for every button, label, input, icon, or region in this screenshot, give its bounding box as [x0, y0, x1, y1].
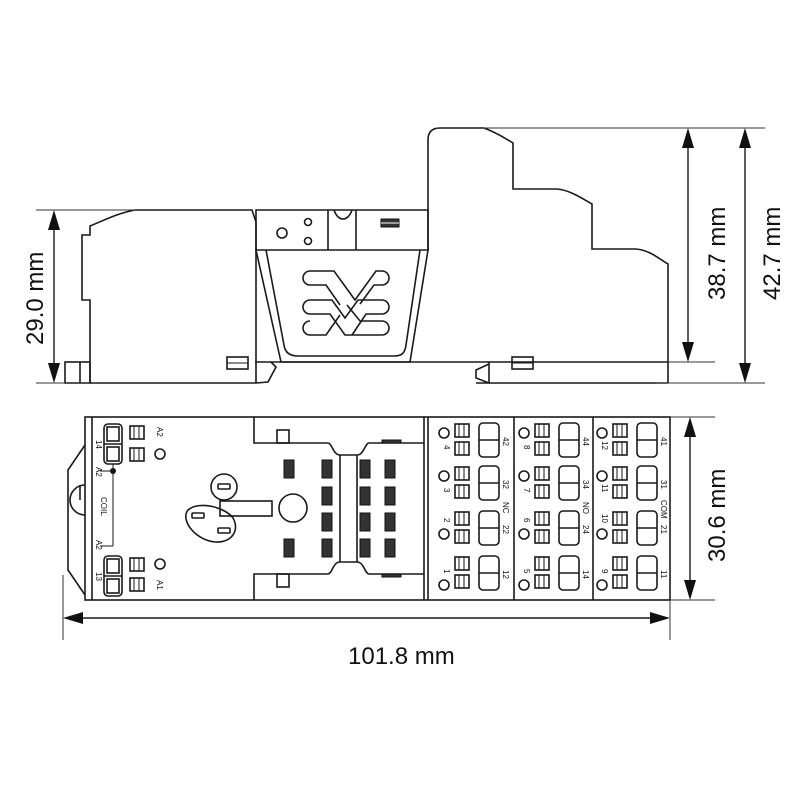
svg-text:21: 21: [659, 525, 668, 534]
group-label-no: NO: [581, 502, 590, 514]
dim-29mm: 29.0 mm: [22, 209, 135, 384]
svg-text:11: 11: [659, 570, 668, 579]
svg-text:22: 22: [501, 525, 510, 534]
plug-hole-single: [210, 473, 238, 501]
svg-text:5: 5: [522, 569, 531, 574]
contact-row: 4 42: [438, 422, 510, 458]
svg-text:8: 8: [522, 445, 531, 450]
svg-text:12: 12: [600, 441, 609, 450]
contact-row: 7 34: [518, 465, 590, 501]
group-label-nc: NC: [501, 502, 510, 514]
hole-small-bottom: [303, 236, 313, 246]
svg-text:31: 31: [659, 480, 668, 489]
coil-a2-top-label: A2: [94, 467, 103, 477]
contact-row: 10 21: [596, 510, 668, 546]
dim-38-7mm: 38.7 mm: [484, 127, 765, 363]
svg-text:3: 3: [442, 488, 451, 493]
side-view: [64, 127, 669, 384]
center-hole: [278, 493, 308, 523]
terminal-13-label: 13: [94, 572, 103, 581]
svg-text:14: 14: [581, 570, 590, 579]
top-view-outline: [84, 416, 671, 601]
contact-row: 9 11: [596, 555, 668, 591]
right-housing-outline: [427, 127, 669, 383]
svg-text:7: 7: [522, 488, 531, 493]
contact-row: 3 32: [438, 465, 510, 501]
svg-text:24: 24: [581, 525, 590, 534]
plug-hole-double: [185, 504, 237, 543]
terminal-a1-label: A1: [155, 580, 164, 590]
middle-top-strip: [255, 209, 429, 251]
pin-slots: [283, 459, 396, 558]
coil-side-tab: [67, 444, 86, 596]
contact-row: 6 24: [518, 510, 590, 546]
svg-text:9: 9: [600, 569, 609, 574]
svg-text:4: 4: [442, 445, 451, 450]
coil-schematic: A2 COIL A2: [94, 464, 116, 550]
svg-text:34: 34: [581, 480, 590, 489]
svg-text:32: 32: [501, 480, 510, 489]
svg-text:12: 12: [501, 570, 510, 579]
contact-row: 11 31: [596, 465, 668, 501]
dim-42-7mm: 42.7 mm: [656, 128, 786, 384]
left-foot: [64, 361, 91, 384]
contact-row: 1 12: [438, 555, 510, 591]
dim-101-8mm: 101.8 mm: [62, 575, 671, 670]
dim-label-30-6mm: 30.6 mm: [704, 469, 731, 562]
relay-socket-center: [185, 417, 425, 600]
contact-block-no: 8 44 7 34 6 24: [518, 422, 590, 591]
contact-block-nc: 4 42 3 32 2 22: [438, 422, 510, 591]
release-lever-outline: [255, 249, 429, 363]
svg-text:2: 2: [442, 518, 451, 523]
grip-symbol: [302, 270, 390, 336]
coil-label: COIL: [99, 497, 108, 516]
coil-a2-bottom-label: A2: [94, 540, 103, 550]
hole-large: [276, 227, 288, 239]
svg-text:44: 44: [581, 437, 590, 446]
contact-row: 12 41: [596, 422, 668, 458]
coil-terminal-top: 14 A2: [94, 423, 166, 465]
release-lever-inner: [265, 249, 421, 357]
svg-text:41: 41: [659, 437, 668, 446]
dim-label-101-8mm: 101.8 mm: [348, 643, 455, 670]
dim-label-29mm: 29.0 mm: [22, 252, 49, 345]
top-view: 14 A2 A2 COIL A2 13 A1: [67, 416, 671, 601]
svg-text:6: 6: [522, 518, 531, 523]
group-label-com: COM: [659, 500, 668, 519]
dim-label-42-7mm: 42.7 mm: [759, 207, 786, 300]
contact-row: 5 14: [518, 555, 590, 591]
hole-small-top: [303, 217, 313, 227]
dim-30-6mm: 30.6 mm: [670, 416, 731, 601]
coil-terminal-bottom: 13 A1: [94, 555, 166, 597]
contact-row: 2 22: [438, 510, 510, 546]
svg-text:1: 1: [442, 569, 451, 574]
contact-row: 8 44: [518, 422, 590, 458]
contact-block-com: 12 41 11 31 10 21: [596, 422, 668, 591]
svg-text:10: 10: [600, 514, 609, 523]
terminal-14-label: 14: [94, 440, 103, 449]
dim-label-38-7mm: 38.7 mm: [704, 207, 731, 300]
terminal-a2-label: A2: [155, 427, 164, 437]
svg-text:42: 42: [501, 437, 510, 446]
svg-text:11: 11: [600, 484, 609, 493]
